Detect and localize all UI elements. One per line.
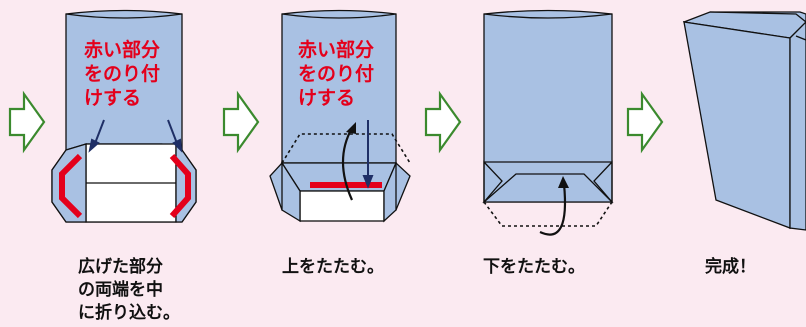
step2-pointer-arrow bbox=[362, 120, 374, 189]
step1-caption-line-1: 広げた部分 bbox=[78, 257, 163, 277]
step1-pointer-arrows bbox=[88, 119, 183, 153]
step3-dotted-flap bbox=[483, 201, 613, 227]
step1-caption-line-2: の両端を中 bbox=[78, 280, 163, 300]
step3-caption-line-1: 下をたたむ。 bbox=[483, 257, 585, 277]
step4-finished-bag bbox=[682, 11, 806, 231]
step-arrow-2 bbox=[222, 90, 260, 154]
step3-fold-arrow bbox=[539, 183, 567, 236]
step3-bag bbox=[482, 9, 614, 204]
step3-caption: 下をたたむ。 bbox=[483, 256, 585, 279]
step2-fold-arrowhead bbox=[346, 122, 356, 134]
step4-caption: 完成！ bbox=[705, 256, 756, 279]
step4-caption-line-1: 完成！ bbox=[705, 257, 756, 277]
step1-glue-left bbox=[59, 153, 83, 219]
step1-glue-right bbox=[169, 154, 191, 218]
step2-fold-arrow bbox=[342, 127, 354, 201]
step1-glue-label-line-2: をのり付 bbox=[84, 63, 161, 85]
step-arrow-3 bbox=[424, 90, 462, 154]
step2-caption-line-1: 上をたたむ。 bbox=[282, 257, 384, 277]
step2-glue-label: 赤い部分 をのり付 けする bbox=[298, 38, 374, 110]
step-arrow-4 bbox=[626, 90, 664, 154]
step-arrow-1 bbox=[8, 90, 46, 154]
step1-bag bbox=[51, 9, 197, 223]
step1-caption-line-3: に折り込む。 bbox=[78, 303, 180, 323]
step2-glue-label-line-3: けする bbox=[298, 87, 356, 109]
step2-glue-label-line-2: をのり付 bbox=[298, 63, 375, 85]
step1-glue-label-line-3: けする bbox=[84, 87, 142, 109]
step2-dotted-flap bbox=[281, 133, 411, 164]
step1-glue-label: 赤い部分 をのり付 けする bbox=[84, 38, 160, 110]
step2-caption: 上をたたむ。 bbox=[282, 256, 384, 279]
step1-caption: 広げた部分 の両端を中 に折り込む。 bbox=[78, 256, 180, 325]
step1-glue-label-line-1: 赤い部分 bbox=[84, 39, 161, 61]
step2-glue-label-line-1: 赤い部分 bbox=[298, 39, 375, 61]
step3-fold-arrowhead bbox=[558, 176, 569, 188]
